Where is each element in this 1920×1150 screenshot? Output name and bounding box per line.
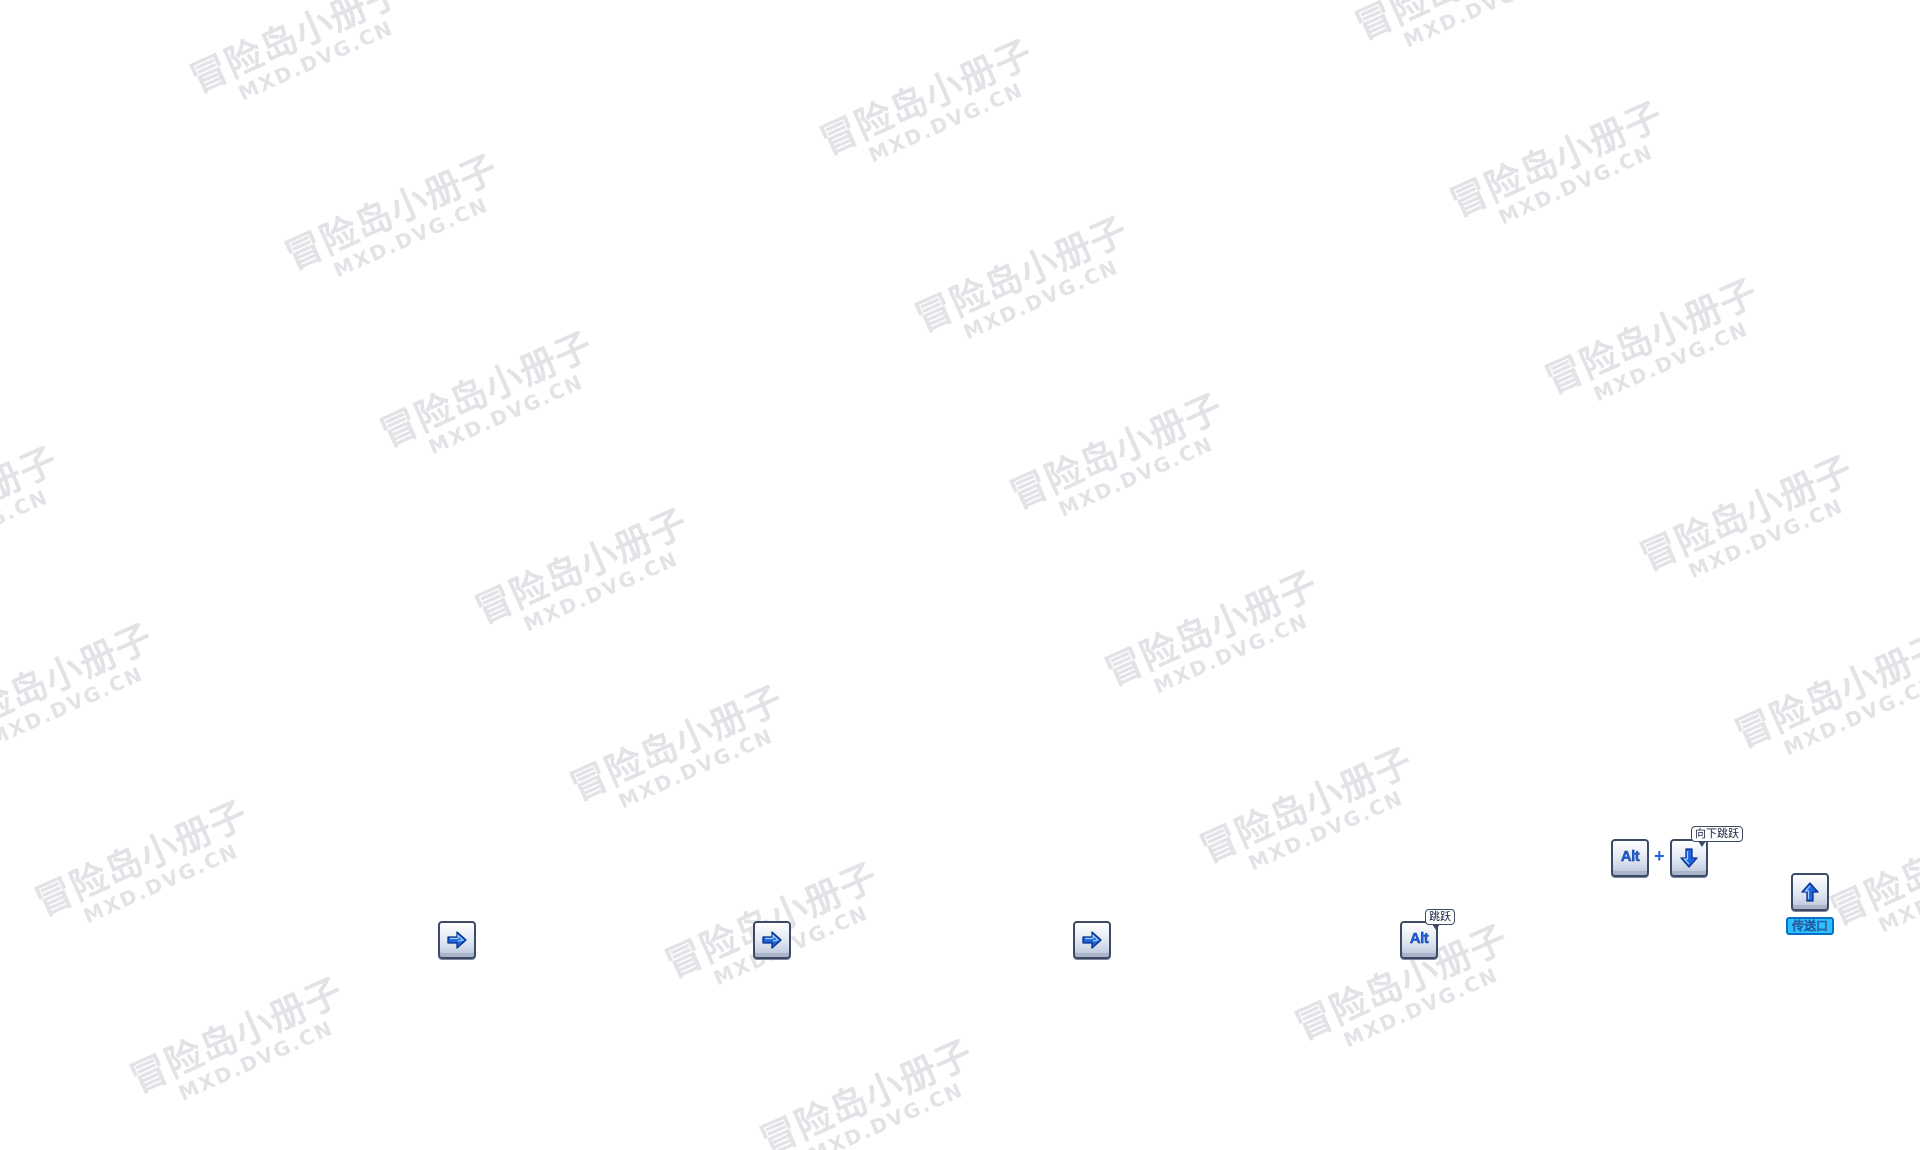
right-arrow-icon (762, 931, 782, 949)
alt-key-jump: Alt (1400, 921, 1438, 959)
right-arrow-key-1 (438, 921, 476, 959)
watermark-sub-text: MXD.DVG.CN (174, 1015, 338, 1106)
watermark-main-text: 冒险岛小册子 (1193, 739, 1420, 872)
watermark-sub-text: MXD.DVG.CN (519, 546, 683, 637)
watermark-sub-text: MXD.DVG.CN (804, 1077, 968, 1150)
right-arrow-key-3 (1073, 921, 1111, 959)
watermark-main-text: 冒险岛小册子 (1728, 624, 1920, 757)
down-arrow-key (1670, 839, 1708, 877)
alt-key-combo: Alt (1611, 839, 1649, 877)
watermark-sub-text: MXD.DVG.CN (1779, 670, 1920, 761)
watermark-sub-text: MXD.DVG.CN (79, 838, 243, 929)
right-arrow-icon (447, 931, 467, 949)
watermark-main-text: 冒险岛小册子 (0, 438, 65, 571)
watermark-main-text: 冒险岛小册子 (123, 969, 350, 1102)
watermark-main-text: 冒险岛小册子 (1349, 0, 1575, 49)
watermark-main-text: 冒险岛小册子 (1538, 270, 1765, 403)
watermark-main-text: 冒险岛小册子 (563, 677, 790, 810)
watermark-main-text: 冒险岛小册子 (1823, 801, 1920, 934)
watermark-sub-text: MXD.DVG.CN (1589, 316, 1753, 407)
watermark-sub-text: MXD.DVG.CN (1054, 431, 1218, 522)
watermark-main-text: 冒险岛小册子 (278, 146, 505, 279)
watermark-main-text: 冒险岛小册子 (373, 323, 600, 456)
watermark-main-text: 冒险岛小册子 (1003, 385, 1230, 518)
watermark-main-text: 冒险岛小册子 (813, 31, 1040, 164)
watermark-main-text: 冒险岛小册子 (183, 0, 410, 102)
watermark-sub-text: MXD.DVG.CN (1684, 493, 1848, 584)
up-arrow-key (1791, 873, 1829, 911)
watermark-sub-text: MXD.DVG.CN (1149, 608, 1313, 699)
portal-label: 传送口 (1786, 917, 1835, 935)
watermark-main-text: 冒险岛小册子 (1633, 447, 1860, 580)
right-arrow-icon (1082, 931, 1102, 949)
up-arrow-icon (1801, 882, 1819, 902)
watermark-main-text: 冒险岛小册子 (468, 500, 695, 633)
watermark-sub-text: MXD.DVG.CN (0, 661, 148, 752)
jump-bubble: 跳跃 (1425, 909, 1455, 930)
watermark-sub-text: MXD.DVG.CN (864, 77, 1028, 168)
watermark-sub-text: MXD.DVG.CN (424, 369, 588, 460)
watermark-sub-text: MXD.DVG.CN (1874, 847, 1920, 938)
watermark-sub-text: MXD.DVG.CN (0, 484, 53, 575)
alt-key-label: Alt (1409, 930, 1429, 947)
watermark-sub-text: MXD.DVG.CN (1244, 785, 1408, 876)
watermark-main-text: 冒险岛小册子 (0, 615, 160, 748)
watermark-sub-text: MXD.DVG.CN (614, 723, 778, 814)
down-arrow-icon (1680, 848, 1698, 868)
watermark-sub-text: MXD.DVG.CN (234, 15, 398, 106)
watermark-sub-text: MXD.DVG.CN (959, 254, 1123, 345)
watermark-main-text: 冒险岛小册子 (1443, 93, 1670, 226)
watermark-main-text: 冒险岛小册子 (1098, 562, 1325, 695)
watermark-sub-text: MXD.DVG.CN (1494, 139, 1658, 230)
watermark-sub-text: MXD.DVG.CN (736, 0, 953, 5)
watermark-sub-text: MXD.DVG.CN (329, 192, 493, 283)
watermark-sub-text: MXD.DVG.CN (1339, 962, 1503, 1053)
alt-key-label: Alt (1620, 848, 1640, 865)
right-arrow-key-2 (753, 921, 791, 959)
down-jump-bubble: 向下跳跃 (1691, 826, 1743, 847)
watermark-main-text: 冒险岛小册子 (908, 208, 1135, 341)
watermark-sub-text: MXD.DVG.CN (1399, 0, 1563, 53)
plus-sign: + (1654, 846, 1665, 866)
watermark-main-text: 冒险岛小册子 (28, 792, 255, 925)
watermark-main-text: 冒险岛小册子 (753, 1031, 980, 1150)
